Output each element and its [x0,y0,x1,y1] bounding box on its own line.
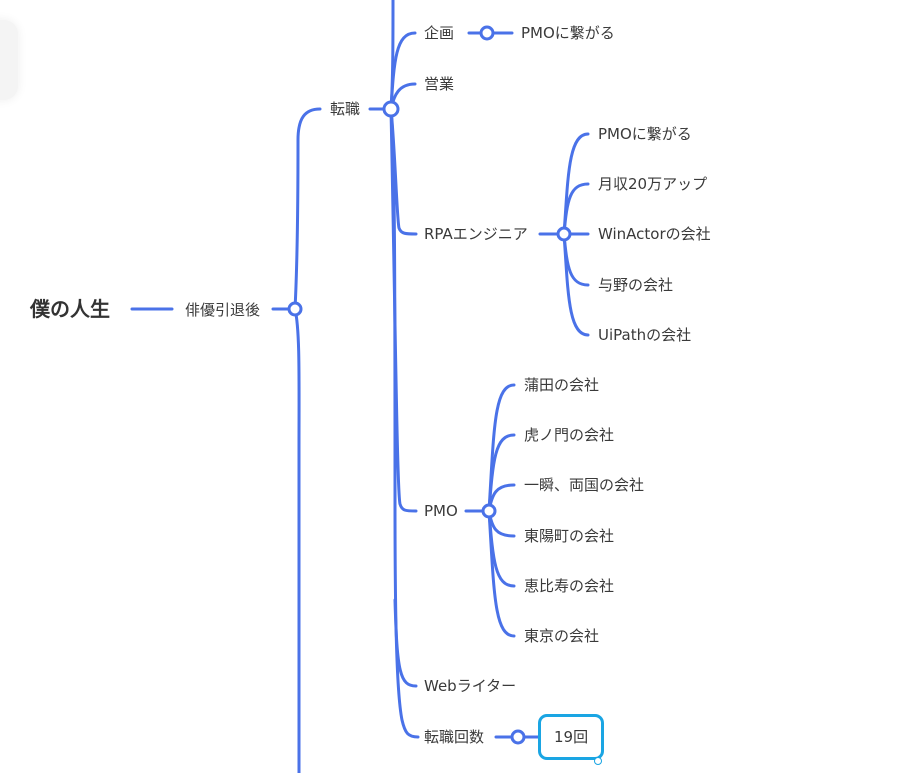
node-rpa-child[interactable]: 与野の会社 [598,276,674,294]
node-career-change[interactable]: 転職 [330,100,361,118]
node-pmo-child[interactable]: 東陽町の会社 [524,527,615,545]
node-planning-child[interactable]: PMOに繋がる [521,24,615,42]
node-pmo-child[interactable]: 一瞬、両国の会社 [524,476,645,494]
edge-pmo-c1 [487,383,516,513]
edge-career-spine [389,107,420,739]
node-job-changes[interactable]: 転職回数 [424,728,485,746]
node-sales[interactable]: 営業 [424,75,455,93]
edge-rpa-c5 [562,232,590,337]
pmo-collapse-knob [481,503,497,519]
node-rpa-child[interactable]: 月収20万アップ [598,175,708,193]
node-rpa[interactable]: RPAエンジニア [424,225,528,243]
node-job-changes-value-selected[interactable]: 19回 [538,714,605,760]
rpa-collapse-knob [556,226,572,242]
node-web-writer[interactable]: Webライター [424,677,517,695]
node-pmo-child[interactable]: 東京の会社 [524,627,600,645]
root-node[interactable]: 僕の人生 [30,297,110,321]
edge-trunk-up [293,107,322,311]
edge-pmo-c2 [487,433,516,513]
edge-web [393,598,418,688]
node-pmo[interactable]: PMO [424,502,458,520]
node-planning[interactable]: 企画 [424,24,455,42]
node-rpa-child[interactable]: UiPathの会社 [598,326,692,344]
resize-handle[interactable] [594,757,602,765]
planning-collapse-knob [479,25,495,41]
jobs-collapse-knob [510,729,526,745]
branch-collapse-knob [287,301,303,317]
node-branch[interactable]: 俳優引退後 [185,301,261,319]
edge-pmo-c6 [487,509,516,638]
edge-pmo [389,107,418,513]
node-pmo-child[interactable]: 虎ノ門の会社 [524,426,615,444]
node-pmo-child[interactable]: 恵比寿の会社 [524,577,615,595]
node-rpa-child[interactable]: PMOに繋がる [598,125,692,143]
career-collapse-knob [382,100,400,118]
node-rpa-child[interactable]: WinActorの会社 [598,225,711,243]
edge-rpa [389,107,418,236]
edge-rpa-c2 [562,182,590,236]
left-panel-shadow [0,20,18,100]
edge-planning [389,31,417,111]
edge-trunk-down [293,307,301,773]
node-pmo-child[interactable]: 蒲田の会社 [524,376,600,394]
